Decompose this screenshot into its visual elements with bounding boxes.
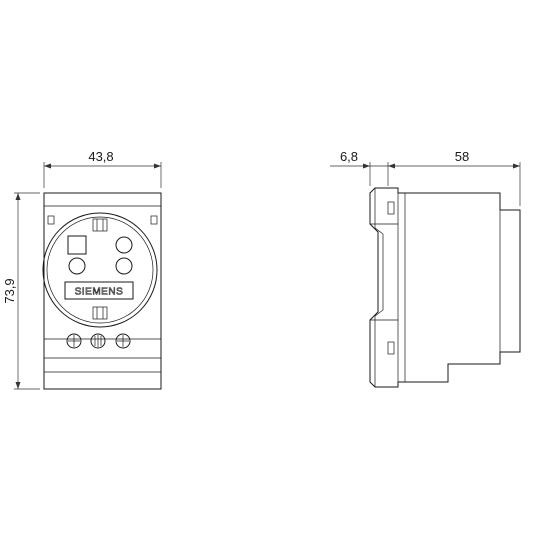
front-notch-right (150, 215, 158, 225)
side-din-clip (374, 188, 384, 387)
dim-label-front-height: 73,9 (2, 278, 17, 303)
front-notch-left (47, 215, 55, 225)
side-slot-bottom (387, 341, 395, 355)
terminal-screw-icon (90, 333, 106, 349)
dim-front-height: 73,9 (2, 192, 40, 390)
terminal-screws (66, 333, 131, 349)
schuko-socket-icon (42, 212, 158, 328)
side-housing (369, 187, 521, 388)
side-slot-top (387, 201, 395, 215)
dim-label-front-width: 43,8 (88, 149, 113, 164)
side-view (369, 187, 521, 388)
dim-label-side-depth: 58 (455, 149, 469, 164)
terminal-screw-icon (115, 333, 131, 349)
front-housing (43, 192, 162, 390)
dim-side-offset: 6,8 (330, 149, 395, 186)
terminal-screw-icon (66, 333, 82, 349)
dim-front-width: 43,8 (43, 149, 162, 188)
dim-label-side-offset: 6,8 (340, 149, 358, 164)
siemens-logo: SIEMENS (75, 287, 124, 298)
front-view: SIEMENS (42, 192, 162, 390)
dim-side-depth: 58 (388, 149, 521, 206)
logo-band (64, 281, 134, 300)
